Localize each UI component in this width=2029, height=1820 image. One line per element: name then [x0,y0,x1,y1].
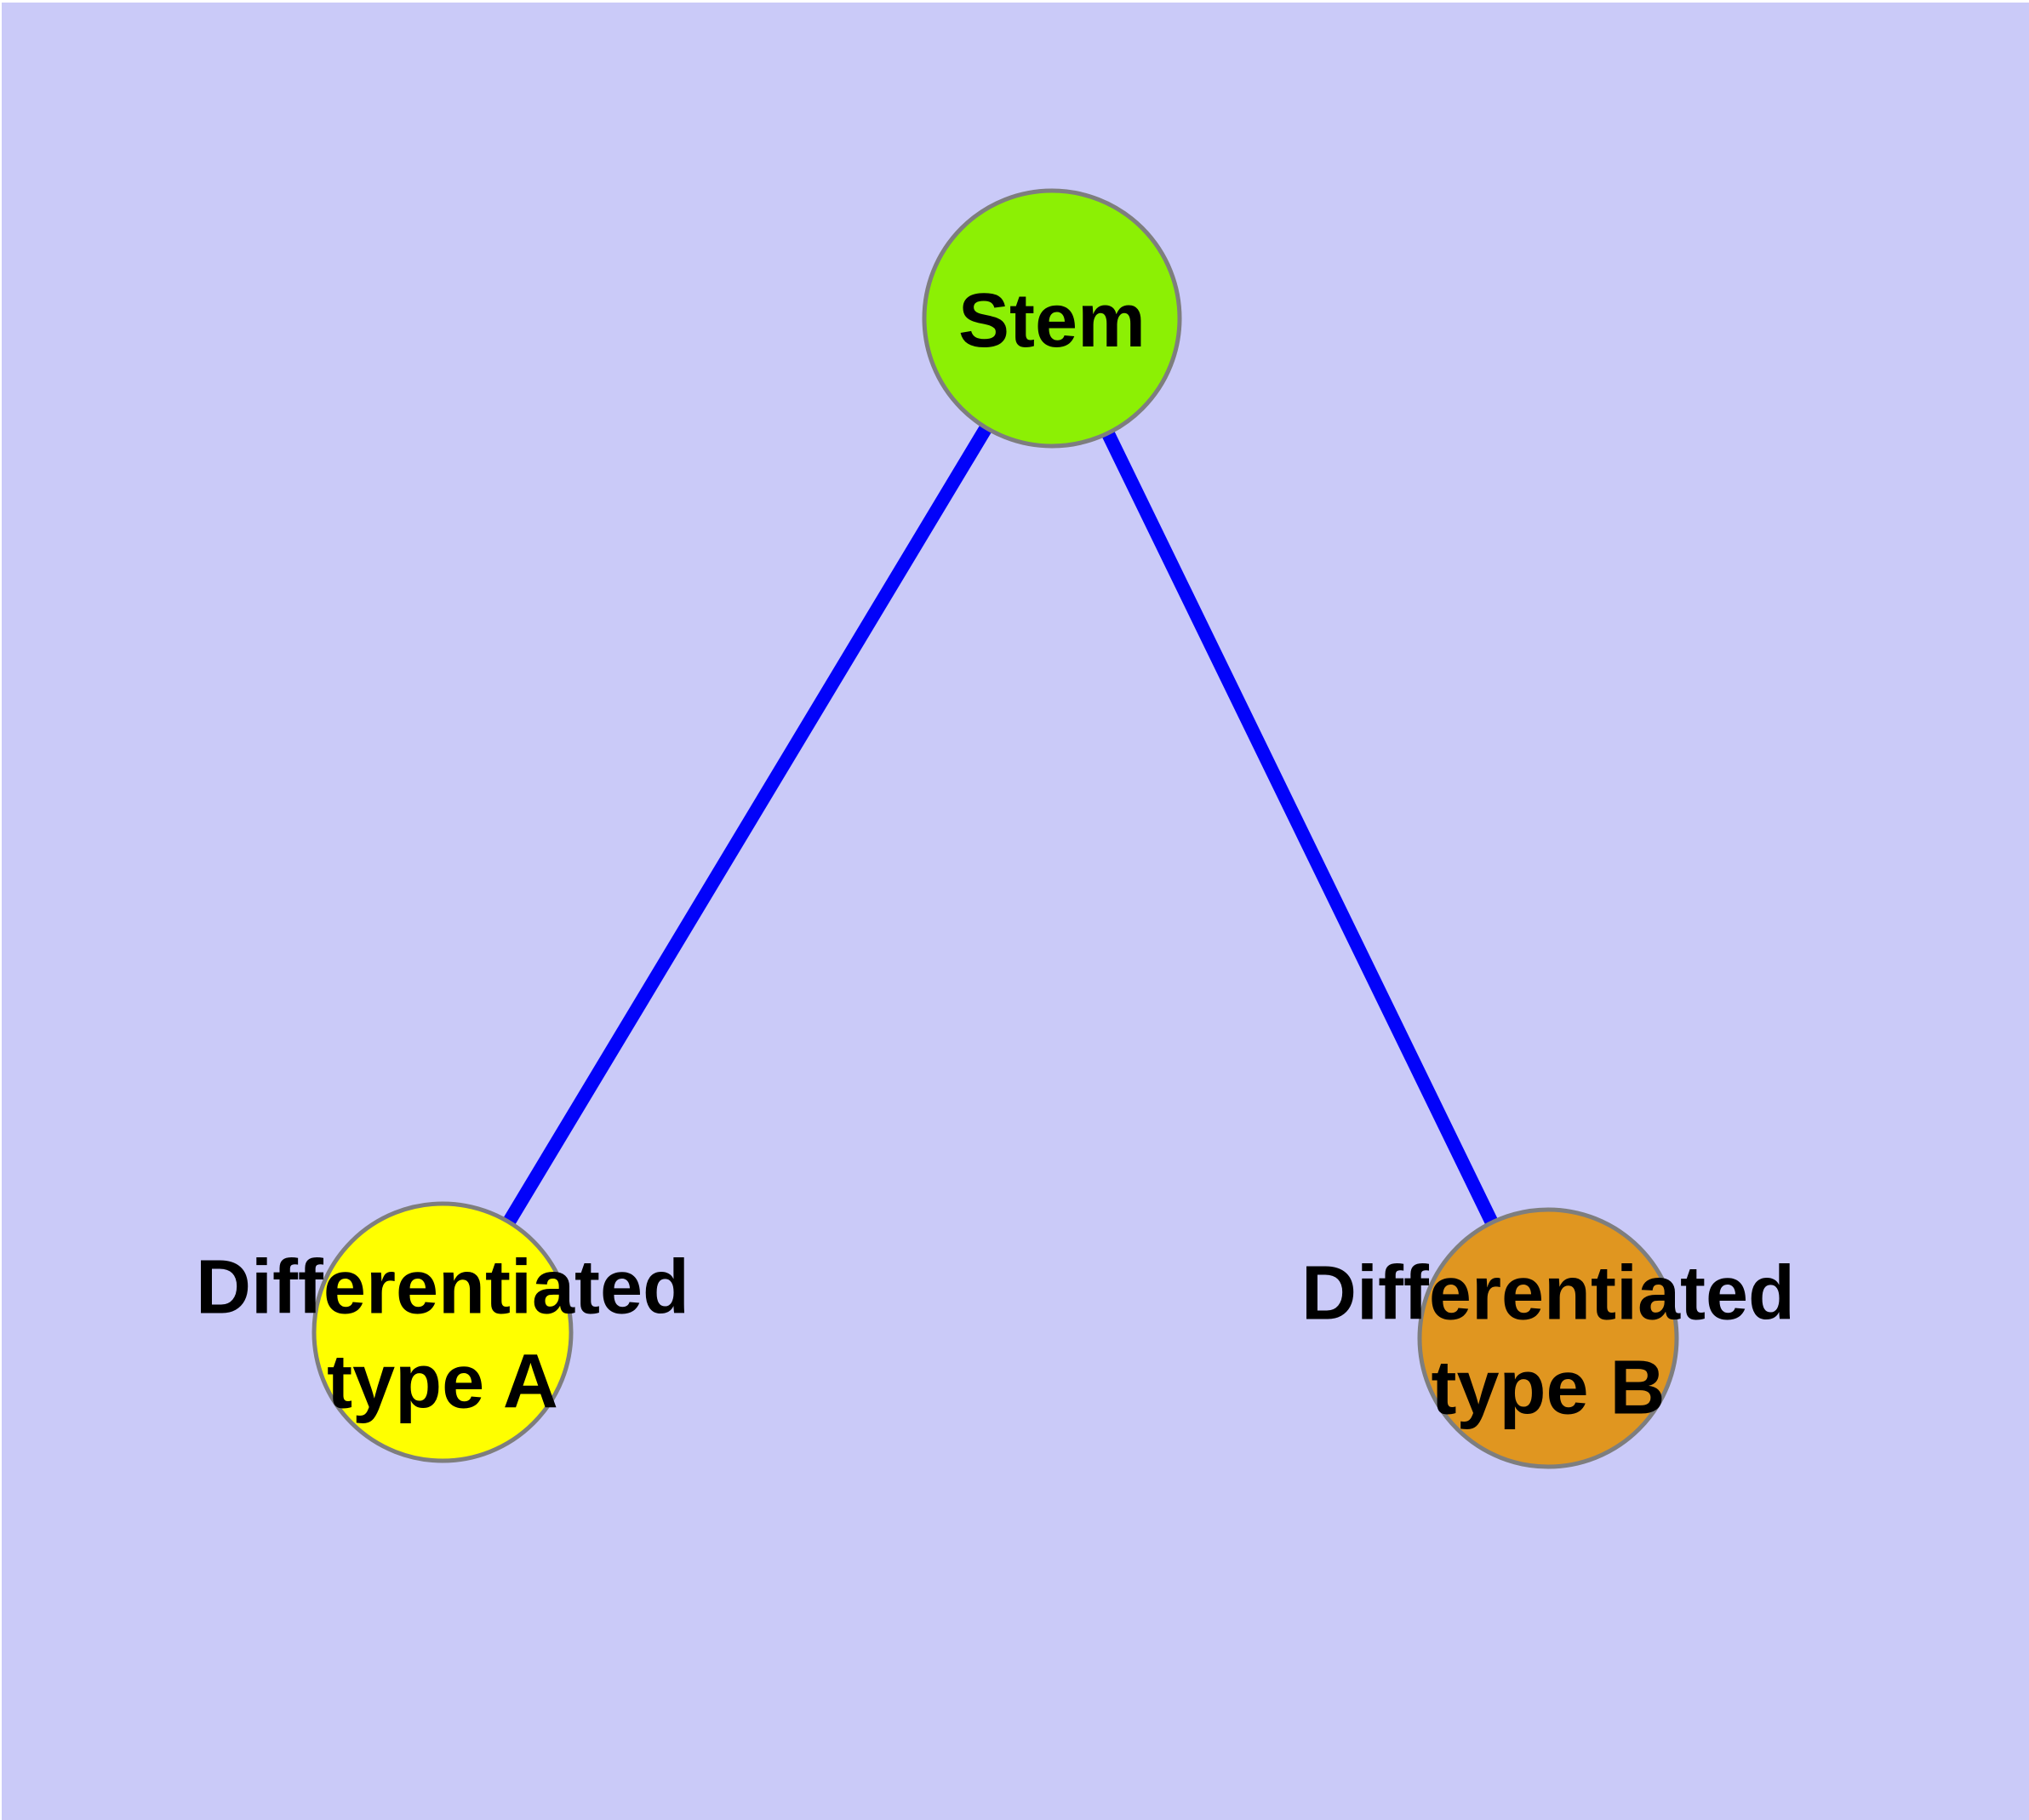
node-label-differentiated-type-b-line-1: Differentiated [1301,1251,1795,1336]
edge-stem-to-differentiated-type-a [437,314,1058,1336]
node-label-differentiated-type-a-line-1: Differentiated [196,1245,689,1331]
node-stem [922,188,1182,449]
node-label-differentiated-type-a-line-2: type A [327,1340,558,1425]
node-differentiated-type-b [1417,1207,1679,1469]
node-label-stem-line-1: Stem [958,278,1146,363]
node-label-differentiated-type-b-line-2: type B [1431,1346,1665,1431]
edge-stem-to-differentiated-type-b [1045,315,1555,1342]
node-differentiated-type-a [311,1201,574,1463]
